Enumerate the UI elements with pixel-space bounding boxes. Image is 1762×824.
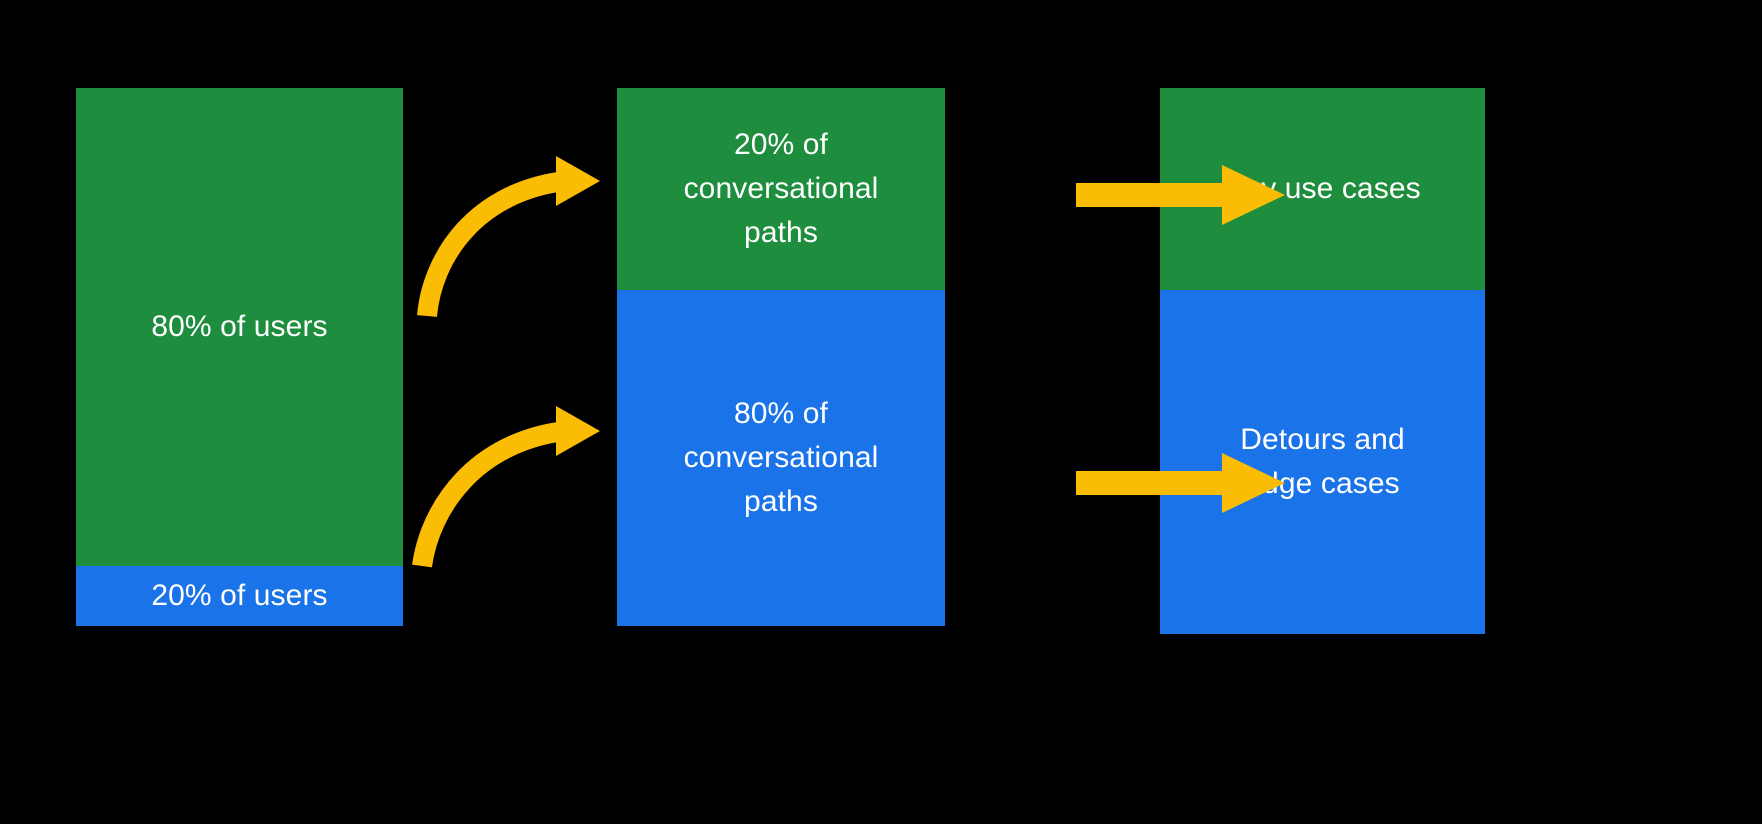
column-conversational-paths: 20% of conversational paths 80% of conve… bbox=[617, 88, 945, 626]
segment-label: 80% of conversational paths bbox=[683, 396, 879, 519]
straight-arrow-bottom-icon bbox=[1076, 453, 1285, 513]
column-use-cases: Key use cases Detours and edge cases bbox=[1160, 88, 1485, 634]
curve-arrow-bottom-icon bbox=[412, 406, 600, 568]
segment-80-percent-paths: 80% of conversational paths bbox=[617, 290, 945, 626]
column-users: 80% of users 20% of users bbox=[76, 88, 403, 626]
segment-detours-edge-cases: Detours and edge cases bbox=[1160, 290, 1485, 634]
segment-label: 80% of users bbox=[151, 309, 328, 343]
segment-label: 20% of users bbox=[151, 578, 328, 612]
segment-20-percent-users: 20% of users bbox=[76, 566, 403, 626]
curve-arrow-top-icon bbox=[417, 156, 600, 318]
straight-arrow-top-icon bbox=[1076, 165, 1285, 225]
segment-80-percent-users: 80% of users bbox=[76, 88, 403, 566]
segment-20-percent-paths: 20% of conversational paths bbox=[617, 88, 945, 290]
segment-label: 20% of conversational paths bbox=[683, 127, 879, 250]
